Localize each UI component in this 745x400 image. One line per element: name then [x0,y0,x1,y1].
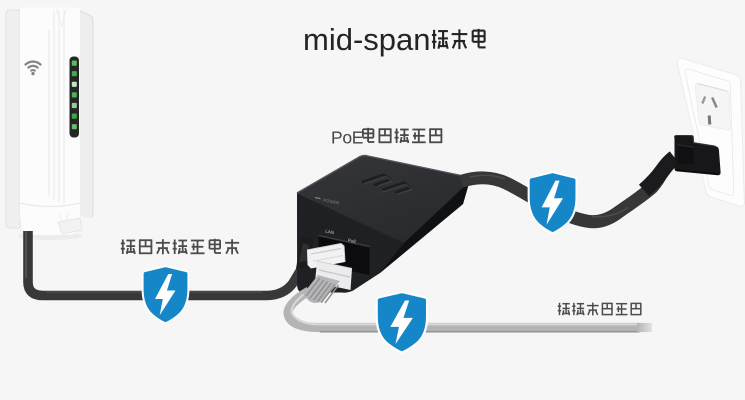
svg-text:LAN: LAN [325,229,335,236]
svg-text:mid-span: mid-span [303,22,431,57]
svg-text:PoE: PoE [347,238,357,245]
svg-text:POWER: POWER [323,198,340,206]
svg-text:PoE: PoE [331,128,363,148]
